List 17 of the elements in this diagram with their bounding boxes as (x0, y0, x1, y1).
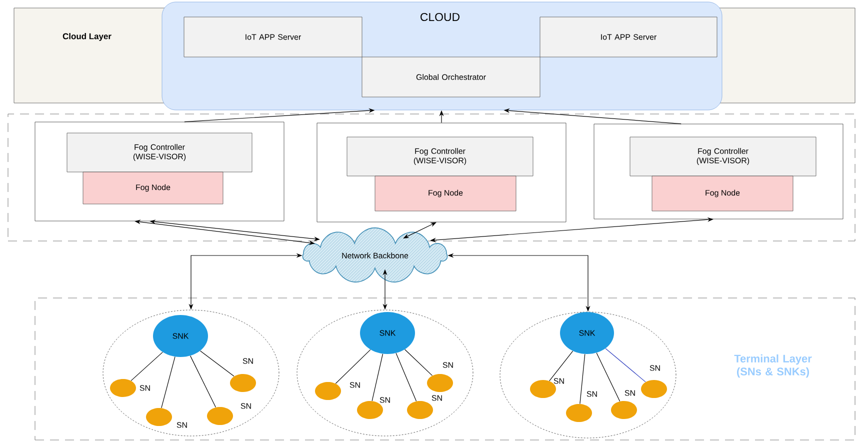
link-line (549, 350, 574, 382)
link-line (130, 352, 163, 381)
cluster-ellipse (102, 310, 280, 436)
link-line (596, 352, 620, 402)
link-line (396, 352, 417, 402)
cluster-ellipse (296, 310, 474, 436)
link-line (372, 354, 384, 402)
link-line (190, 356, 216, 408)
link-line (200, 350, 234, 377)
link-line (404, 349, 432, 376)
link-line (161, 356, 176, 408)
layer-region (8, 114, 856, 242)
link-line (335, 349, 371, 384)
link-line (580, 354, 586, 404)
cluster-ellipse (500, 312, 676, 438)
arrow (403, 222, 436, 238)
link-line (605, 348, 646, 382)
